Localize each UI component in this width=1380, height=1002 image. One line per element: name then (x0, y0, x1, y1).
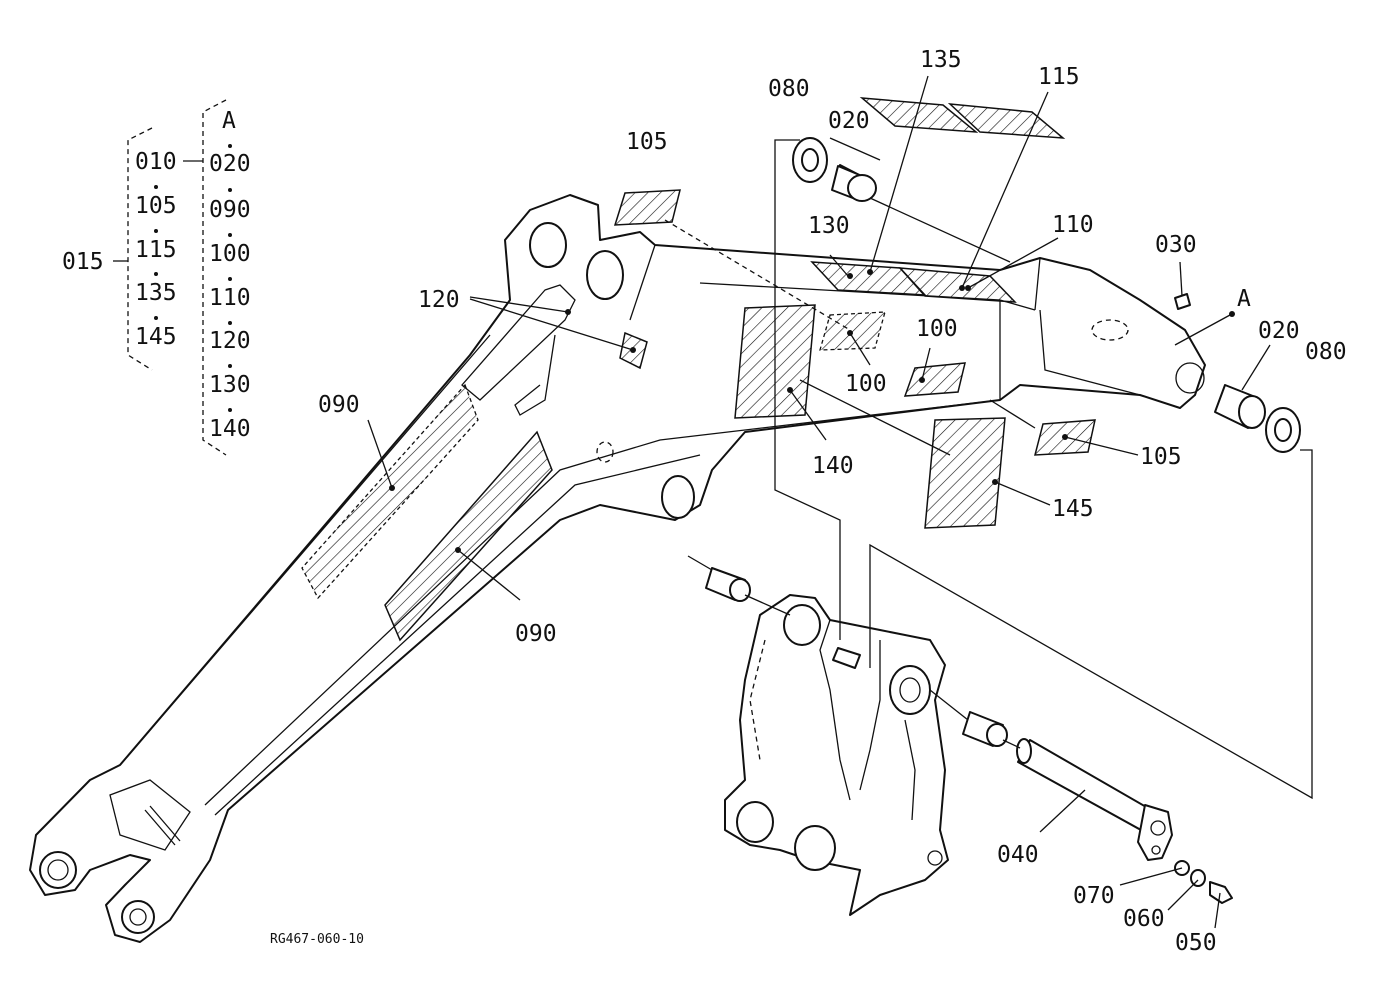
callout-135: 135 (920, 47, 962, 73)
right-item-2: 100 (209, 241, 251, 267)
right-item-3: 110 (209, 285, 251, 311)
pin-plate (1137, 804, 1173, 861)
boss-mid (661, 475, 695, 519)
hardware (705, 137, 1301, 904)
boom-body (29, 194, 1206, 943)
callout-080-right: 080 (1305, 339, 1347, 365)
right-item-4: 120 (209, 328, 251, 354)
boom-arm (29, 194, 1206, 943)
drawing-code: RG467-060-10 (270, 932, 364, 947)
left-item-0: 010 (135, 149, 177, 175)
bracket-body (724, 594, 949, 916)
callout-105-bottom: 105 (1140, 444, 1182, 470)
decal-115 (947, 103, 1066, 139)
callout-105-top: 105 (626, 129, 668, 155)
bracket-boss-upper (783, 604, 821, 646)
callout-080-top: 080 (768, 76, 810, 102)
callout-090-lower: 090 (515, 621, 557, 647)
callout-140: 140 (812, 453, 854, 479)
callout-070: 070 (1073, 883, 1115, 909)
boss-upper-right (586, 250, 624, 300)
right-separator-dots (228, 144, 232, 412)
callout-020-right: 020 (1258, 318, 1300, 344)
callout-090-upper: 090 (318, 392, 360, 418)
right-item-0: 020 (209, 151, 251, 177)
left-item-4: 145 (135, 324, 177, 350)
tip-boss-left (39, 851, 77, 889)
callout-120: 120 (418, 287, 460, 313)
left-item-3: 135 (135, 280, 177, 306)
bolt-050 (1209, 881, 1233, 904)
decal-110 (898, 267, 1017, 303)
decal-100 (903, 362, 966, 397)
left-item-2: 115 (135, 237, 177, 263)
washer-060 (1190, 869, 1206, 887)
callout-060: 060 (1123, 906, 1165, 932)
set-label: A (222, 108, 236, 134)
swing-bracket (724, 594, 949, 916)
grease-nipple-030 (1174, 293, 1191, 310)
left-separator-dots (154, 185, 158, 320)
decal-090 (384, 430, 553, 642)
bracket-boss-foot-right (794, 825, 836, 871)
decal-135 (859, 97, 979, 133)
decal-105-top (613, 189, 681, 226)
callout-A: A (1237, 286, 1251, 312)
bracket-boss-foot-left (736, 801, 774, 843)
callout-labels: 135 115 080 020 105 130 110 030 A 020 08… (318, 47, 1347, 956)
right-item-1: 090 (209, 197, 251, 223)
callout-110: 110 (1052, 212, 1094, 238)
bracket-boss-lower (889, 665, 931, 715)
left-bracket (127, 127, 153, 371)
boss-upper-left (529, 222, 567, 268)
decal-090-dashed (301, 383, 479, 600)
tip-boss-right (121, 900, 155, 934)
leader-dots (389, 269, 1235, 553)
left-item-1: 105 (135, 193, 177, 219)
boss-end (1175, 362, 1205, 394)
leader-lines (367, 75, 1313, 929)
callout-130: 130 (808, 213, 850, 239)
callout-020-top: 020 (828, 108, 870, 134)
group-parent-label: 015 (62, 249, 104, 275)
right-item-5: 130 (209, 372, 251, 398)
group-list: 015 010 105 115 135 145 A 020 090 100 11… (62, 99, 251, 456)
right-item-6: 140 (209, 416, 251, 442)
callout-100-upper: 100 (916, 316, 958, 342)
right-bracket (202, 99, 227, 456)
callout-030: 030 (1155, 232, 1197, 258)
decal-145 (924, 417, 1006, 529)
callout-040: 040 (997, 842, 1039, 868)
callout-050: 050 (1175, 930, 1217, 956)
callout-115: 115 (1038, 64, 1080, 90)
pin-040 (1017, 739, 1161, 836)
callout-100-lower: 100 (845, 371, 887, 397)
callout-145: 145 (1052, 496, 1094, 522)
